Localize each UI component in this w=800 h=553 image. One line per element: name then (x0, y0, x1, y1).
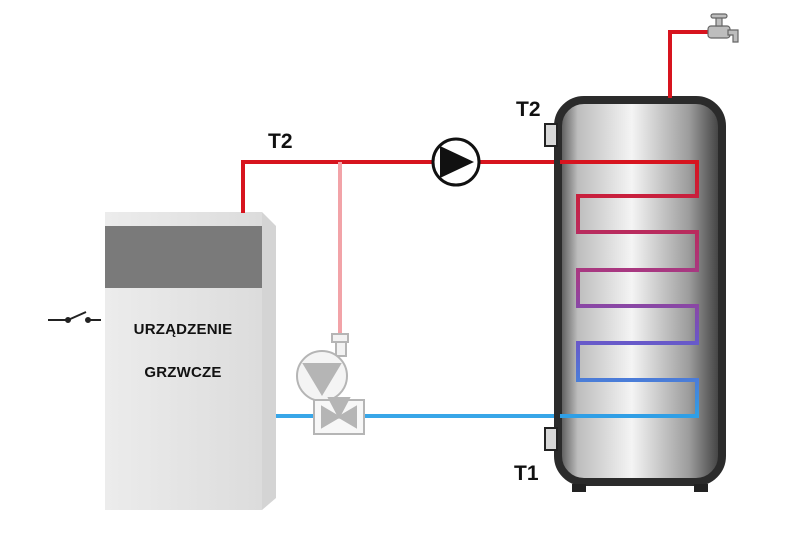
t1-tank-label: T1 (514, 462, 539, 485)
device-label-line2: GRZWCZE (144, 364, 222, 381)
hot-water-outlet-pipe (668, 30, 710, 98)
mixing-valve-icon (321, 397, 357, 429)
pump-connector (331, 333, 349, 343)
pump-icon (296, 350, 348, 402)
storage-tank (554, 96, 726, 492)
tank-coil (560, 160, 699, 418)
switch-icon (48, 311, 101, 323)
tank-foot-right (694, 484, 708, 492)
circulation-pump-icon (431, 137, 481, 187)
t2-tank-label: T2 (516, 98, 541, 121)
tank-body (554, 96, 726, 486)
pump-valve-group (296, 333, 365, 435)
device-label-line1: URZĄDZENIE (133, 321, 233, 338)
tank-foot-left (572, 484, 586, 492)
sensor-icon (544, 427, 558, 451)
heating-device (105, 212, 276, 510)
faucet-icon (707, 13, 739, 43)
sensor-icon (544, 123, 558, 147)
pump-connector (335, 341, 347, 357)
t2-pipe-label: T2 (268, 130, 293, 153)
device-panel (105, 226, 262, 288)
hot-pipe-left (241, 160, 560, 213)
